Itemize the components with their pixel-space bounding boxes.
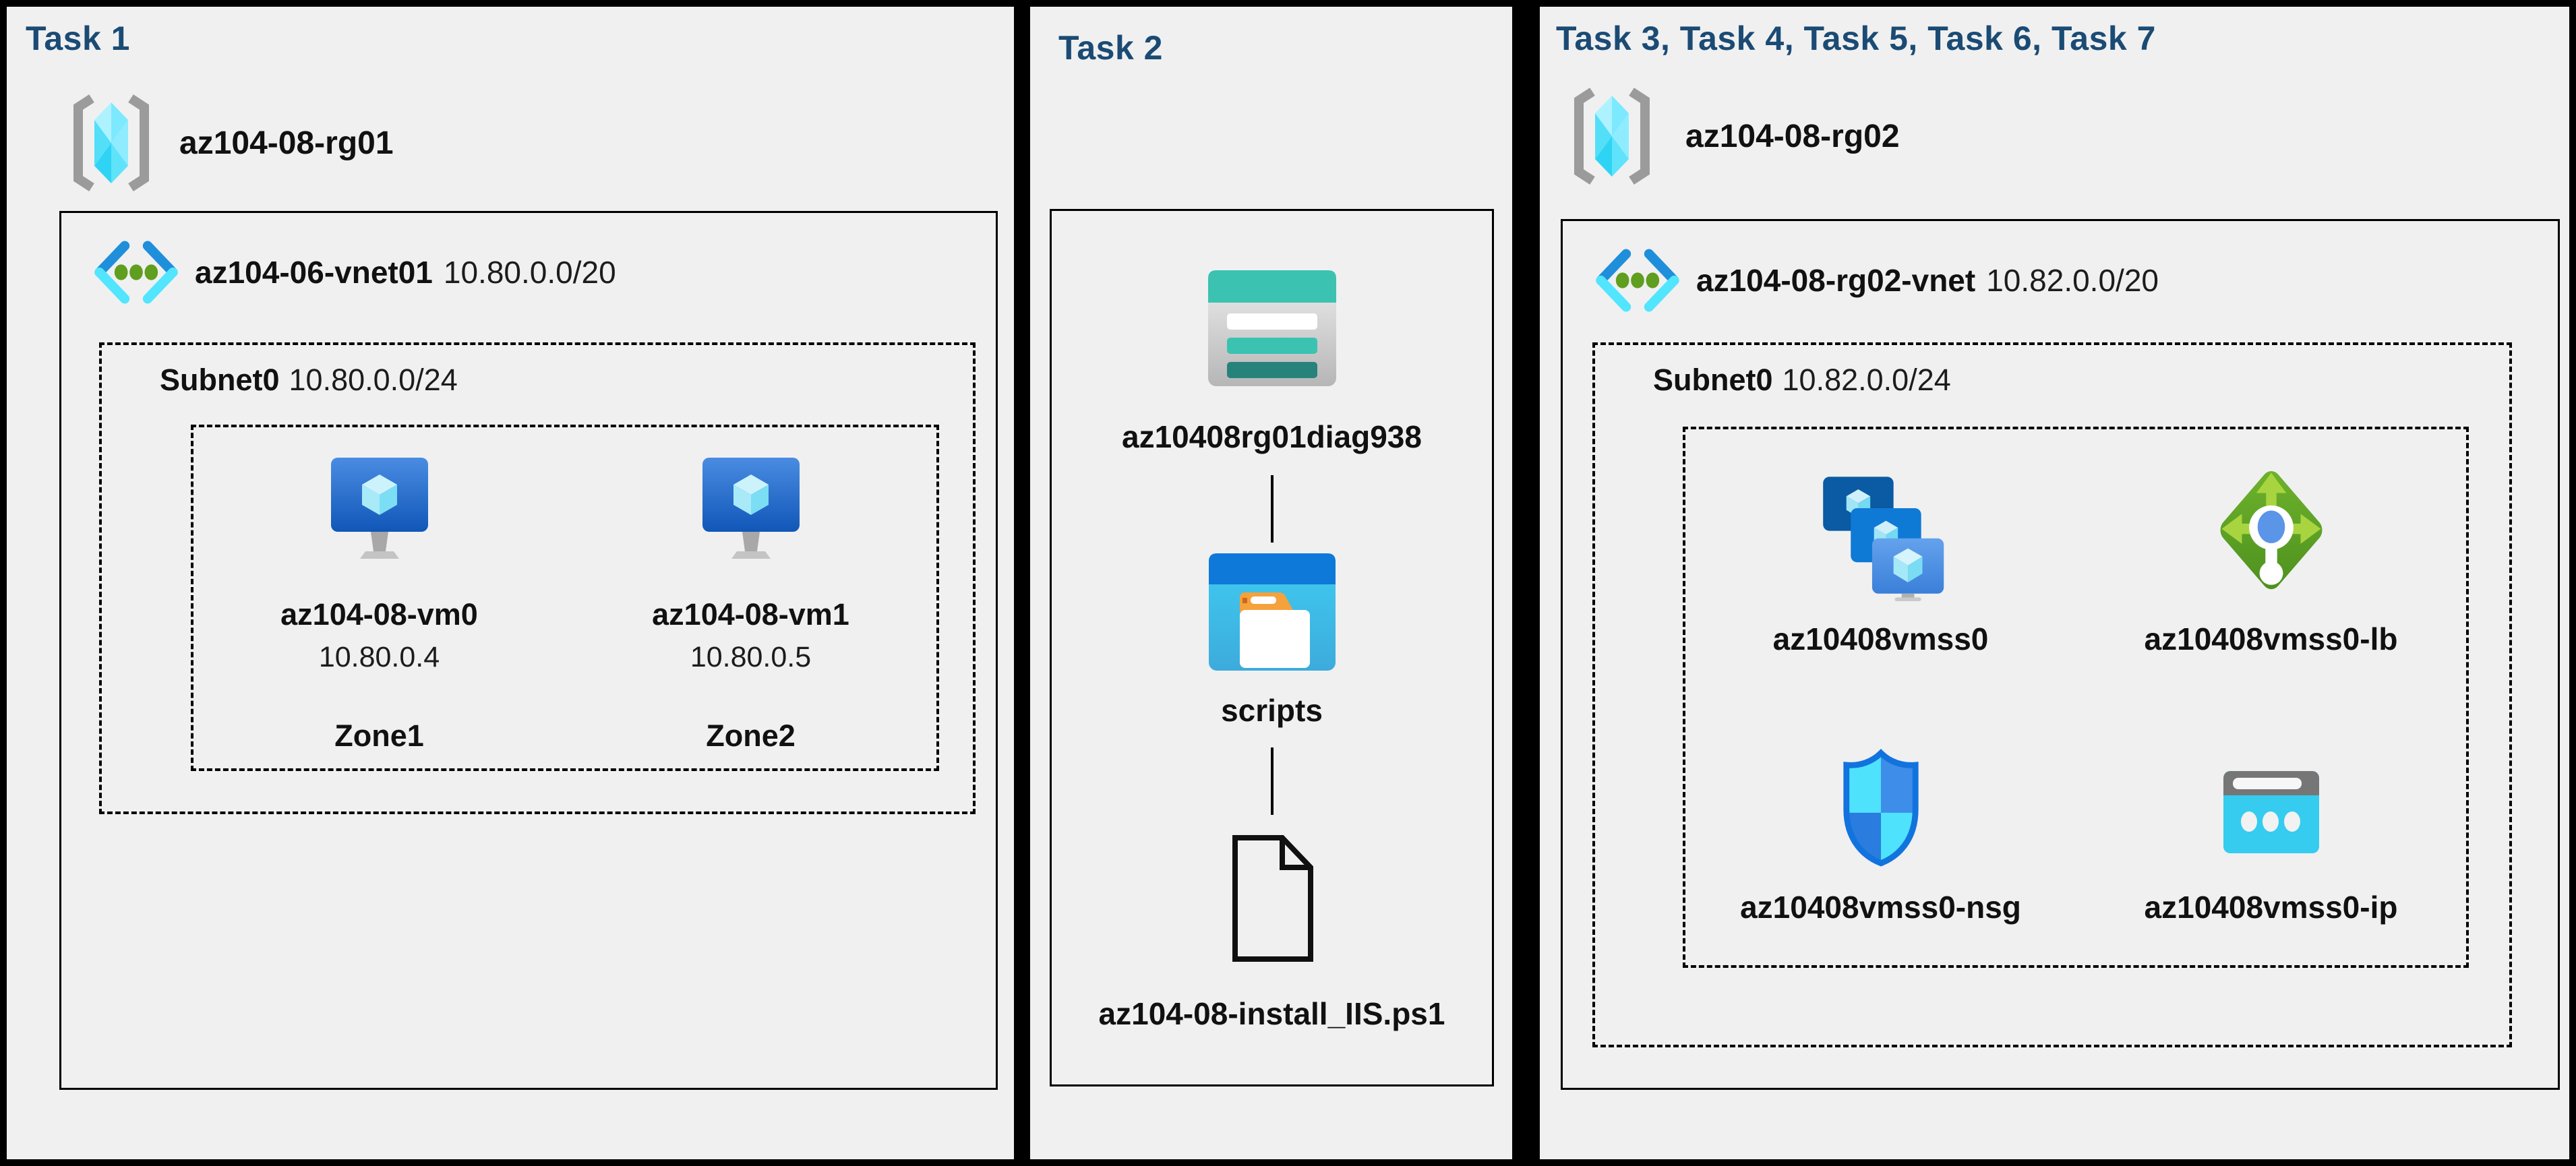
resource-name: az10408vmss0-nsg bbox=[1740, 890, 2021, 925]
subnet-cidr: 10.82.0.0/24 bbox=[1782, 363, 1951, 397]
storage-account-icon bbox=[1208, 270, 1336, 386]
vnet-cidr: 10.80.0.0/20 bbox=[443, 255, 616, 290]
nsg-block: az10408vmss0-nsg bbox=[1685, 657, 2076, 925]
connector-line bbox=[1270, 475, 1274, 543]
vm-ip: 10.80.0.5 bbox=[690, 641, 812, 673]
task3-7-title: Task 3, Task 4, Task 5, Task 6, Task 7 bbox=[1556, 20, 2156, 57]
resource-name: az10408vmss0 bbox=[1772, 621, 1989, 656]
subnet-cidr: 10.80.0.0/24 bbox=[289, 363, 458, 397]
vm-zone: Zone2 bbox=[706, 718, 796, 753]
virtual-machine-icon bbox=[700, 456, 802, 563]
task2-panel: Task 2 az10408rg01diag938 scripts az104-… bbox=[1030, 7, 1512, 1159]
subnet0-box: Subnet0 10.80.0.0/24 az104-08-vm0 10.80.0… bbox=[99, 342, 976, 814]
vnet-box-rg02: az104-08-rg02-vnet 10.82.0.0/20 Subnet0 10… bbox=[1561, 219, 2560, 1090]
resource-group-name: az104-08-rg01 bbox=[179, 125, 394, 161]
storage-flow-box: az10408rg01diag938 scripts az104-08-inst… bbox=[1050, 209, 1494, 1086]
vm-ip: 10.80.0.4 bbox=[318, 641, 440, 673]
resource-group-icon bbox=[61, 93, 162, 193]
vm-cluster-box: az104-08-vm0 10.80.0.4 Zone1 az104-08-vm… bbox=[191, 425, 939, 771]
resource-group-name: az104-08-rg02 bbox=[1685, 118, 1900, 154]
task2-title: Task 2 bbox=[1058, 29, 1163, 67]
load-balancer-block: az10408vmss0-lb bbox=[2076, 429, 2466, 657]
file-icon bbox=[1228, 832, 1316, 964]
virtual-machine-icon bbox=[329, 456, 430, 563]
public-ip-icon bbox=[2222, 762, 2320, 855]
vmss-cluster-box: az10408vmss0 az10408vmss0-lb az10408vmss… bbox=[1683, 427, 2469, 968]
subnet-label: Subnet0 10.82.0.0/24 bbox=[1653, 363, 1951, 398]
vm-scale-set-icon bbox=[1814, 462, 1948, 601]
public-ip-block: az10408vmss0-ip bbox=[2076, 657, 2466, 925]
vnet-label: az104-08-rg02-vnet 10.82.0.0/20 bbox=[1696, 262, 2159, 299]
vnet-name: az104-06-vnet01 bbox=[195, 255, 433, 290]
resource-group-rg01: az104-08-rg01 bbox=[61, 93, 394, 193]
file-name: az104-08-install_IIS.ps1 bbox=[1098, 996, 1445, 1031]
resource-name: az10408vmss0-lb bbox=[2144, 621, 2398, 656]
vmss-block: az10408vmss0 bbox=[1685, 429, 2076, 657]
blob-container-icon bbox=[1209, 553, 1336, 671]
network-security-group-icon bbox=[1838, 748, 1924, 868]
virtual-network-icon bbox=[1592, 247, 1683, 314]
resource-name: az10408vmss0-ip bbox=[2144, 890, 2398, 925]
storage-account-name: az10408rg01diag938 bbox=[1122, 419, 1422, 454]
vnet-label: az104-06-vnet01 10.80.0.0/20 bbox=[195, 254, 616, 290]
task1-title: Task 1 bbox=[26, 20, 130, 57]
subnet-label: Subnet0 10.80.0.0/24 bbox=[160, 363, 458, 398]
vm1-block: az104-08-vm1 10.80.0.5 Zone2 bbox=[565, 427, 936, 768]
vm-zone: Zone1 bbox=[334, 718, 424, 753]
vnet-cidr: 10.82.0.0/20 bbox=[1986, 263, 2159, 298]
resource-group-rg02: az104-08-rg02 bbox=[1561, 86, 1900, 186]
vnet-header: az104-08-rg02-vnet 10.82.0.0/20 bbox=[1592, 247, 2159, 314]
vm0-block: az104-08-vm0 10.80.0.4 Zone1 bbox=[193, 427, 565, 768]
task1-panel: Task 1 az104-08-rg01 az104-06-vnet01 10.8… bbox=[7, 7, 1014, 1159]
vm-name: az104-08-vm0 bbox=[280, 597, 478, 632]
virtual-network-icon bbox=[91, 239, 181, 306]
task3-7-panel: Task 3, Task 4, Task 5, Task 6, Task 7 a… bbox=[1540, 7, 2569, 1159]
container-name: scripts bbox=[1221, 693, 1323, 728]
subnet-name: Subnet0 bbox=[1653, 363, 1773, 397]
load-balancer-icon bbox=[2205, 462, 2338, 601]
subnet-name: Subnet0 bbox=[160, 363, 280, 397]
vnet-box-rg01: az104-06-vnet01 10.80.0.0/20 Subnet0 10.80… bbox=[59, 211, 998, 1090]
vnet-header: az104-06-vnet01 10.80.0.0/20 bbox=[91, 239, 616, 306]
resource-group-icon bbox=[1561, 86, 1663, 186]
connector-line bbox=[1270, 747, 1274, 815]
vnet-name: az104-08-rg02-vnet bbox=[1696, 263, 1976, 298]
subnet0-box: Subnet0 10.82.0.0/24 az10408vmss0 az10408… bbox=[1592, 342, 2512, 1047]
vm-name: az104-08-vm1 bbox=[652, 597, 849, 632]
